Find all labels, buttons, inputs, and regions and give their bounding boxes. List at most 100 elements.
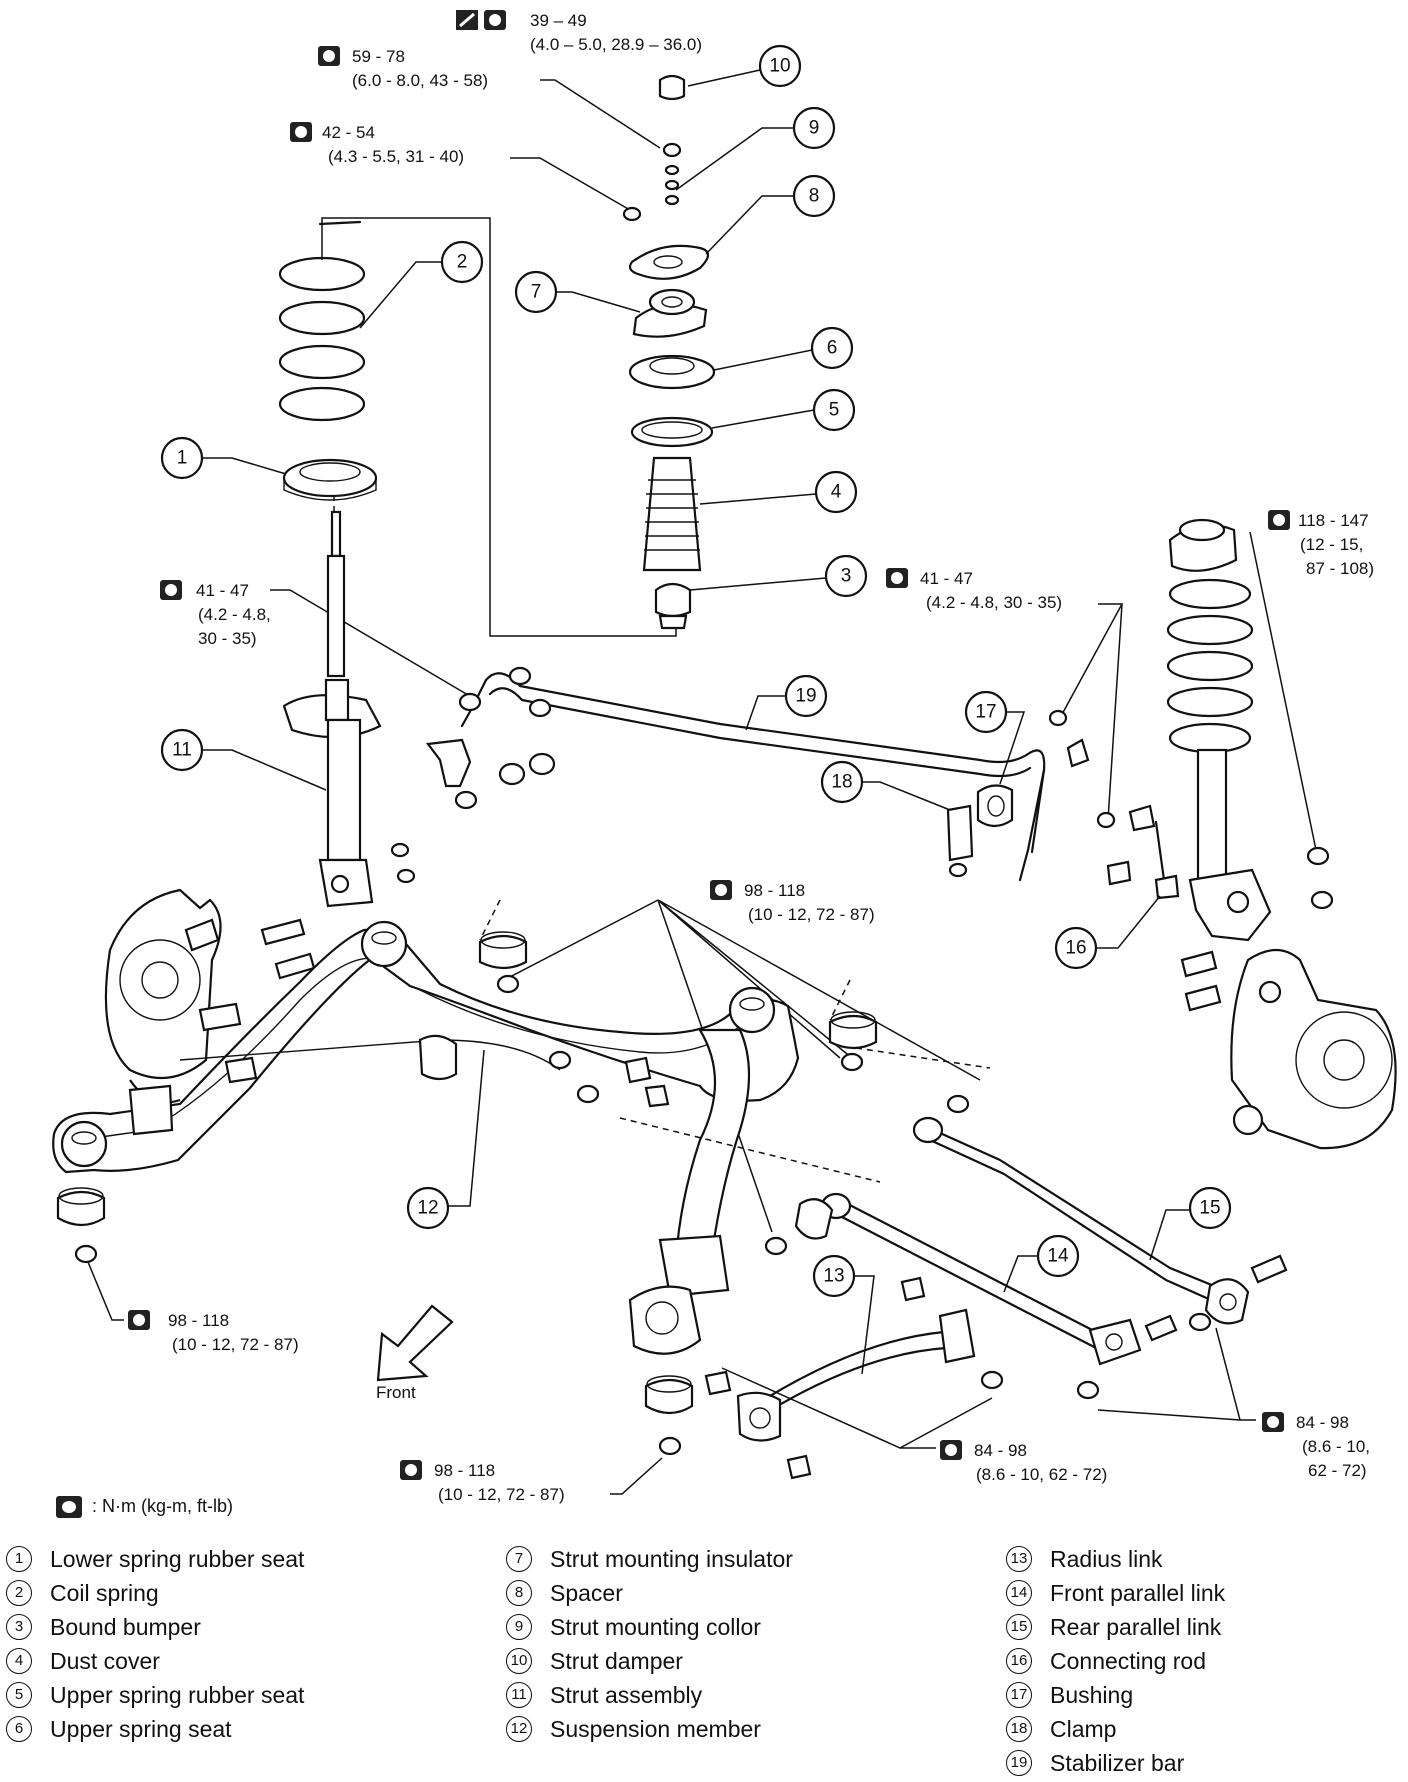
bushing-part [976,784,1014,828]
legend-number: 16 [1006,1647,1032,1674]
torque-sub: (10 - 12, 72 - 87) [438,1485,565,1504]
coil-spring-part [278,220,366,422]
member-mount-bushing-front [478,931,528,994]
legend-number: 12 [506,1715,532,1742]
svg-text:8: 8 [809,186,820,207]
member-mount-bushing-rear [828,1011,878,1072]
radius-link-part [704,1276,1004,1480]
dust-cover-part [642,456,702,572]
torque-sub: 30 - 35) [198,629,257,648]
torque-sub: (12 - 15, [1300,535,1363,554]
torque-value: 39 – 49 [530,11,587,30]
legend-label: Stabilizer bar [1050,1749,1185,1776]
callout-14: 14 [1003,1234,1080,1293]
svg-text:10: 10 [769,56,790,77]
legend-number: 5 [6,1681,32,1708]
front-direction-arrow: Front [376,1304,454,1402]
upper-spring-seat-plate-part [628,244,710,280]
callout-5: 5 [711,388,856,432]
torque-sub: (4.0 – 5.0, 28.9 – 36.0) [530,35,702,54]
torque-sub: (4.3 - 5.5, 31 - 40) [328,147,464,166]
torque-sub: (8.6 - 10, [1302,1437,1370,1456]
legend-label: Strut mounting insulator [550,1545,793,1572]
callout-8: 8 [705,174,836,255]
upper-spring-seat-part [628,354,716,390]
svg-text:4: 4 [831,482,842,503]
legend-label: Radius link [1050,1545,1163,1572]
legend-label: Spacer [550,1579,623,1606]
bound-bumper-part [654,582,692,630]
torque-value: 42 - 54 [322,123,375,142]
legend-number: 13 [1006,1545,1032,1572]
svg-text:5: 5 [829,400,840,421]
lower-spring-rubber-seat-part [282,458,378,501]
callout-12: 12 [406,1049,485,1230]
svg-text:19: 19 [795,686,816,707]
callout-4: 4 [699,470,858,514]
svg-text:6: 6 [827,338,838,359]
legend-label: Rear parallel link [1050,1613,1222,1640]
legend-number: 2 [6,1579,32,1606]
torque-sub: 87 - 108) [1306,559,1374,578]
legend-number: 8 [506,1579,532,1606]
connecting-rod-part [1048,709,1180,900]
right-strut-assembly-part [1166,518,1334,1012]
svg-text:18: 18 [831,772,852,793]
legend-label: Upper spring rubber seat [50,1681,305,1708]
torque-spec-84-98-center: 84 - 98 (8.6 - 10, 62 - 72) [721,1367,1107,1484]
svg-text:7: 7 [531,282,542,303]
callout-19: 19 [745,674,828,731]
callout-18: 18 [820,760,951,811]
legend-number: 19 [1006,1749,1032,1776]
svg-text:14: 14 [1047,1246,1069,1267]
torque-value: 84 - 98 [1296,1413,1349,1432]
legend-label: Connecting rod [1050,1647,1206,1674]
torque-spec-59-78: 59 - 78 (6.0 - 8.0, 43 - 58) [318,46,661,149]
callout-9: 9 [675,106,836,191]
torque-value: 98 - 118 [168,1311,229,1330]
legend-label: Front parallel link [1050,1579,1226,1606]
svg-text:12: 12 [417,1198,438,1219]
stabilizer-bar-part [425,666,1046,882]
torque-spec-42-54: 42 - 54 (4.3 - 5.5, 31 - 40) [290,122,631,211]
legend-item: 16 Connecting rod [1006,1642,1225,1676]
torque-spec-41-47-left: 41 - 47 (4.2 - 4.8, 30 - 35) [160,580,469,696]
torque-sub: 62 - 72) [1308,1461,1367,1480]
torque-spec-118-147: 118 - 147 (12 - 15, 87 - 108) [1249,510,1374,851]
callout-10: 10 [687,44,802,88]
torque-sub: (6.0 - 8.0, 43 - 58) [352,71,488,90]
svg-text:11: 11 [172,740,192,761]
unit-note-text: : N·m (kg-m, ft-lb) [92,1496,233,1516]
strut-mounting-insulator-part [632,288,708,338]
torque-sub: (10 - 12, 72 - 87) [748,905,875,924]
rear-parallel-link-part [912,1094,1288,1332]
legend-item: 8 Spacer [506,1574,793,1608]
torque-sub: (10 - 12, 72 - 87) [172,1335,299,1354]
legend-label: Upper spring seat [50,1715,232,1742]
torque-spec-84-98-right: 84 - 98 (8.6 - 10, 62 - 72) [1097,1327,1370,1480]
callout-15: 15 [1149,1186,1232,1261]
legend-number: 17 [1006,1681,1032,1708]
svg-text:1: 1 [177,448,188,469]
legend-number: 11 [506,1681,532,1708]
legend-label: Dust cover [50,1647,160,1674]
member-mount-bushing-bottom [644,1375,694,1456]
legend-label: Suspension member [550,1715,761,1742]
callout-13: 13 [812,1254,875,1375]
torque-spec-98-118-left: 98 - 118 (10 - 12, 72 - 87) [87,1261,299,1354]
suspension-member-part [52,920,800,1355]
right-axle-housing-part [1230,948,1397,1150]
legend-number: 3 [6,1613,32,1640]
svg-text:13: 13 [823,1266,844,1287]
legend-item: 12 Suspension member [506,1710,793,1744]
legend-number: 10 [506,1647,532,1674]
